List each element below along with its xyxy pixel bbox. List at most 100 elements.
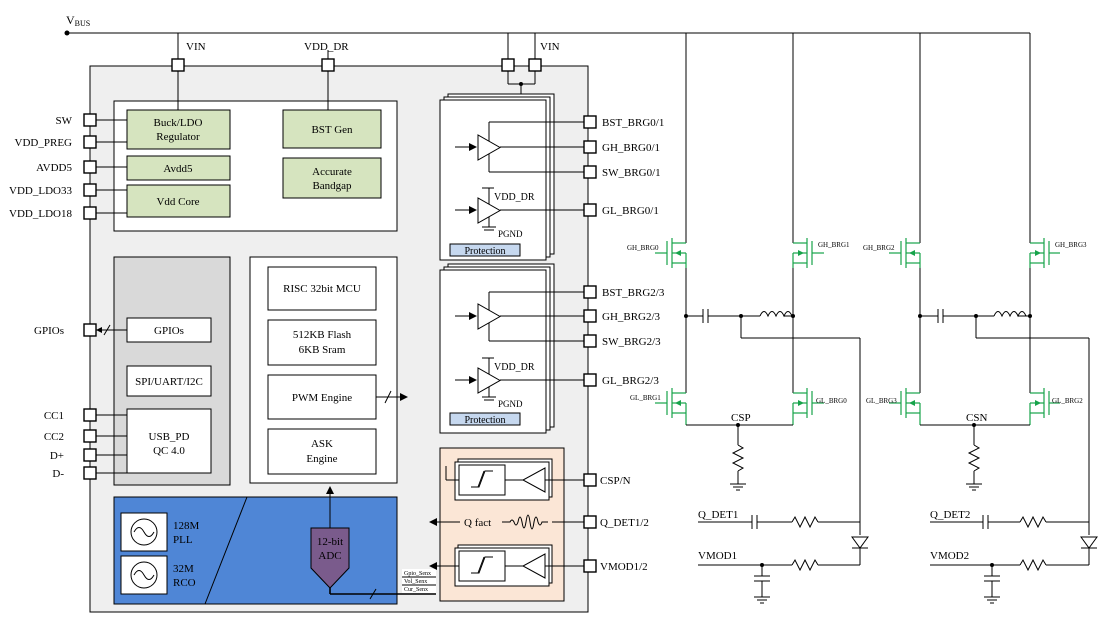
vmod2-label: VMOD2	[930, 550, 969, 562]
svg-text:GL_BRG3: GL_BRG3	[866, 397, 897, 405]
svg-text:QC 4.0: QC 4.0	[153, 445, 185, 457]
svg-text:12-bit: 12-bit	[317, 536, 343, 548]
adc-block: 12-bit ADC	[310, 527, 350, 589]
svg-text:PWM Engine: PWM Engine	[292, 392, 352, 404]
svg-text:GPIOs: GPIOs	[154, 325, 184, 337]
pin-vmod-label: VMOD1/2	[600, 561, 648, 573]
vdd-dr-top-label: VDD_DR	[304, 41, 349, 53]
svg-text:Gpio_Senx: Gpio_Senx	[404, 571, 431, 577]
vin-left-label: VIN	[186, 41, 206, 53]
bridge-1: GH_BRG0 GH_BRG1	[627, 33, 869, 604]
svg-text:Q fact: Q fact	[464, 517, 491, 529]
svg-text:512KB Flash: 512KB Flash	[293, 329, 352, 341]
driver23-pgnd-label: PGND	[498, 399, 523, 409]
mosfet-gh-brg3	[1029, 238, 1060, 268]
driver01-pgnd-label: PGND	[498, 229, 523, 239]
svg-text:GL_BRG2: GL_BRG2	[1052, 397, 1083, 405]
pin-gl-brg01-label: GL_BRG0/1	[602, 205, 659, 217]
adc-input-labels: Gpio_Senx Vol_Senx Cur_Senx	[402, 569, 436, 593]
risc-mcu-block: RISC 32bit MCU	[267, 266, 377, 311]
mosfet-gl-brg2	[1029, 388, 1060, 425]
vdd-core-block: Vdd Core	[126, 184, 231, 218]
q-det2-label: Q_DET2	[930, 509, 970, 521]
svg-text:GL_BRG0: GL_BRG0	[816, 397, 847, 405]
svg-text:PLL: PLL	[173, 534, 193, 546]
accurate-bandgap-block: Accurate Bandgap	[282, 157, 382, 199]
csn-label: CSN	[966, 412, 987, 424]
svg-text:GH_BRG2: GH_BRG2	[863, 244, 895, 252]
mosfet-gh-brg2	[889, 238, 921, 268]
vmod1-label: VMOD1	[698, 550, 737, 562]
pin-vdd-dr	[321, 58, 335, 72]
bridge-2: GH_BRG2 GH_BRG3	[863, 33, 1098, 604]
svg-text:GH_BRG0: GH_BRG0	[627, 244, 659, 252]
pin-gh-brg01-label: GH_BRG0/1	[602, 142, 660, 154]
gate-driver-0-1: VDD_DR PGND Protection	[439, 93, 584, 261]
left-power-pins: SW VDD_PREG AVDD5 VDD_LDO33 VDD_LDO18	[9, 113, 127, 220]
svg-text:GL_BRG1: GL_BRG1	[630, 394, 661, 402]
pwm-engine-block: PWM Engine	[267, 374, 377, 420]
pin-q-det-label: Q_DET1/2	[600, 517, 649, 529]
pin-vdd-ldo33-label: VDD_LDO33	[9, 185, 72, 197]
pin-gl-brg23-label: GL_BRG2/3	[602, 375, 659, 387]
svg-text:6KB Sram: 6KB Sram	[299, 344, 346, 356]
svg-text:Bandgap: Bandgap	[312, 180, 352, 192]
pin-cc2-label: CC2	[44, 431, 64, 443]
pin-dp-label: D+	[50, 450, 64, 462]
driver01-vdd-dr-label: VDD_DR	[494, 192, 535, 203]
pin-sw-label: SW	[56, 115, 73, 127]
pin-cc1-label: CC1	[44, 410, 64, 422]
mosfet-gl-brg3	[889, 388, 921, 425]
pll-block: 128M PLL	[120, 512, 200, 552]
svg-text:VBUS: VBUS	[66, 13, 90, 28]
pin-sw-brg23-label: SW_BRG2/3	[602, 336, 661, 348]
pin-bst-brg23-label: BST_BRG2/3	[602, 287, 665, 299]
q-det1-label: Q_DET1	[698, 509, 738, 521]
pin-dm-label: D-	[52, 468, 64, 480]
mosfet-gl-brg1	[655, 388, 687, 425]
comparator-csp	[446, 458, 584, 501]
ask-engine-block: ASK Engine	[267, 428, 377, 475]
svg-text:SPI/UART/I2C: SPI/UART/I2C	[135, 376, 203, 388]
svg-text:ASK: ASK	[311, 438, 333, 450]
avdd5-block: Avdd5	[126, 155, 231, 181]
pin-sw-brg01-label: SW_BRG0/1	[602, 167, 661, 179]
driver23-vdd-dr-label: VDD_DR	[494, 362, 535, 373]
buck-ldo-regulator: Buck/LDO Regulator	[126, 109, 231, 150]
svg-text:Regulator: Regulator	[156, 131, 200, 143]
pin-avdd5-label: AVDD5	[36, 162, 72, 174]
mosfet-gh-brg0	[655, 238, 687, 268]
right-pins: BST_BRG0/1 GH_BRG0/1 SW_BRG0/1 GL_BRG0/1…	[583, 115, 665, 573]
svg-text:128M: 128M	[173, 520, 200, 532]
vbus-rail: VBUS	[64, 13, 1030, 36]
pin-vin	[171, 58, 185, 72]
svg-text:GH_BRG1: GH_BRG1	[818, 241, 850, 249]
bst-gen-block: BST Gen	[282, 109, 382, 149]
svg-text:ADC: ADC	[318, 550, 341, 562]
vbus-label: V	[66, 13, 75, 27]
svg-text:Engine: Engine	[306, 453, 337, 465]
pin-bst-brg01-label: BST_BRG0/1	[602, 117, 664, 129]
svg-text:Avdd5: Avdd5	[163, 163, 193, 175]
mosfet-gl-brg0	[792, 388, 824, 425]
svg-text:32M: 32M	[173, 563, 194, 575]
rco-block: 32M RCO	[120, 555, 196, 595]
vbus-subscript: BUS	[75, 19, 91, 28]
svg-text:Accurate: Accurate	[312, 166, 352, 178]
svg-text:RISC 32bit MCU: RISC 32bit MCU	[283, 283, 361, 295]
protection-23-label: Protection	[464, 415, 505, 426]
gpios-block: GPIOs	[126, 317, 212, 343]
svg-text:Buck/LDO: Buck/LDO	[154, 117, 203, 129]
svg-text:USB_PD: USB_PD	[149, 431, 190, 443]
mosfet-gh-brg1	[792, 238, 824, 268]
usb-pd-block: USB_PD QC 4.0	[126, 408, 212, 474]
svg-text:Vdd Core: Vdd Core	[156, 196, 199, 208]
gate-driver-2-3: VDD_DR PGND Protection	[439, 263, 584, 434]
pin-vdd-preg-label: VDD_PREG	[15, 137, 73, 149]
pin-vin-1	[501, 58, 515, 72]
pin-gpios-label: GPIOs	[34, 325, 64, 337]
flash-sram-block: 512KB Flash 6KB Sram	[267, 319, 377, 366]
svg-text:RCO: RCO	[173, 577, 196, 589]
spi-uart-i2c-block: SPI/UART/I2C	[126, 365, 212, 397]
pin-vdd-ldo18-label: VDD_LDO18	[9, 208, 72, 220]
